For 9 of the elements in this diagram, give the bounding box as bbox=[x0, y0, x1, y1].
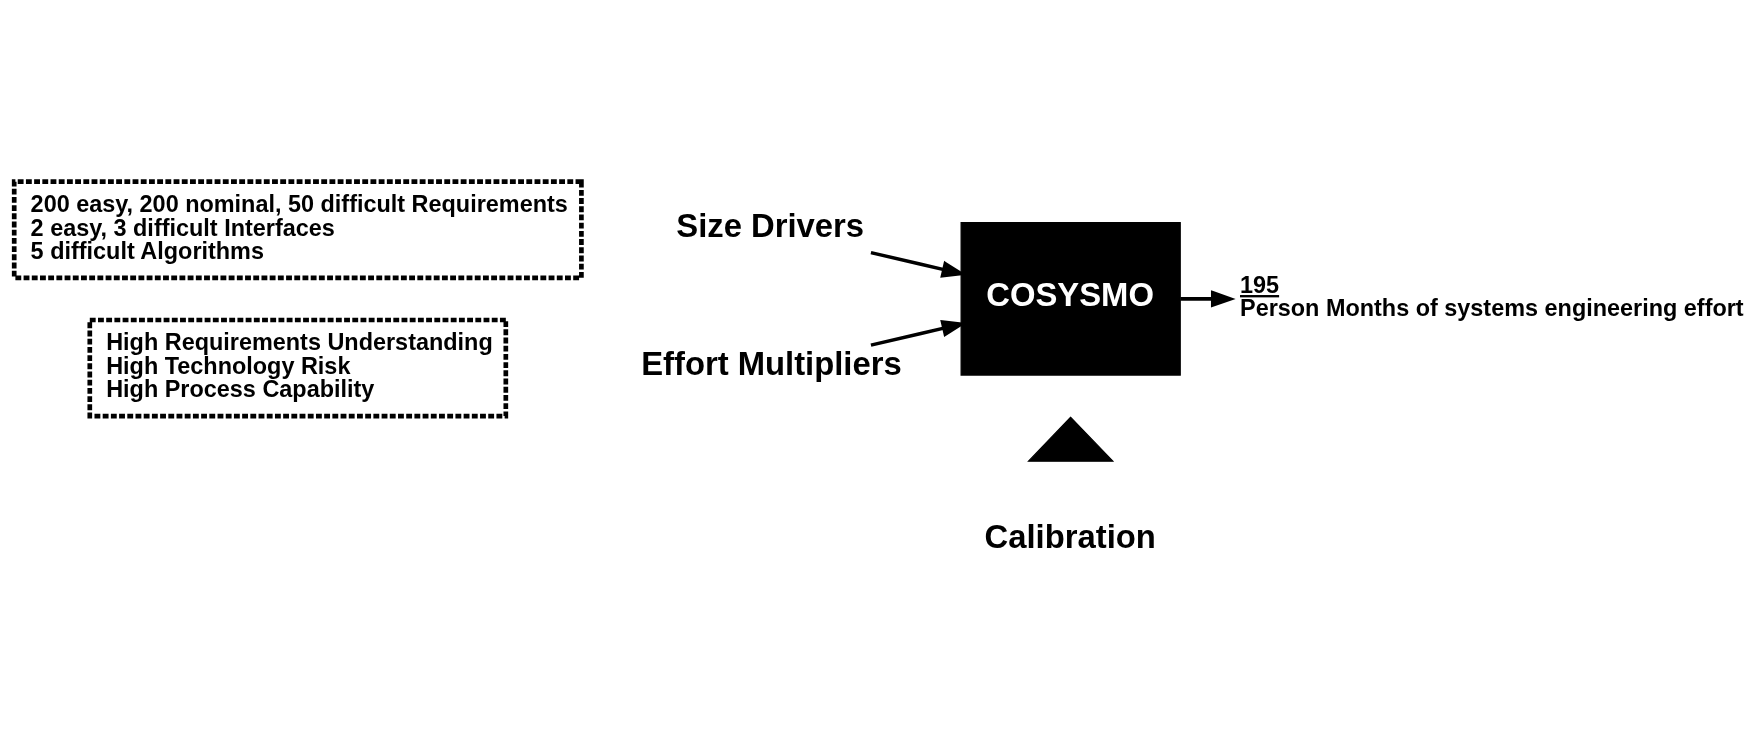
node-box: COSYSMO bbox=[960, 221, 1181, 376]
arrow bbox=[1180, 289, 1236, 307]
node-triangle bbox=[1027, 415, 1115, 462]
node-label: Calibration bbox=[984, 517, 1156, 555]
node-text: Size Drivers bbox=[676, 206, 865, 244]
node-box: 200 easy, 200 nominal, 50 difficult Requirements 2 easy, 3 difficult Interfaces 5 difficult Algorithms bbox=[11, 178, 584, 280]
node-text: 195 Person Months of systems engineering effort bbox=[1240, 271, 1744, 321]
node-box: High Requirements Understanding High Technology Risk High Process Capability bbox=[87, 317, 509, 418]
node-text: Effort Multipliers bbox=[641, 344, 902, 382]
